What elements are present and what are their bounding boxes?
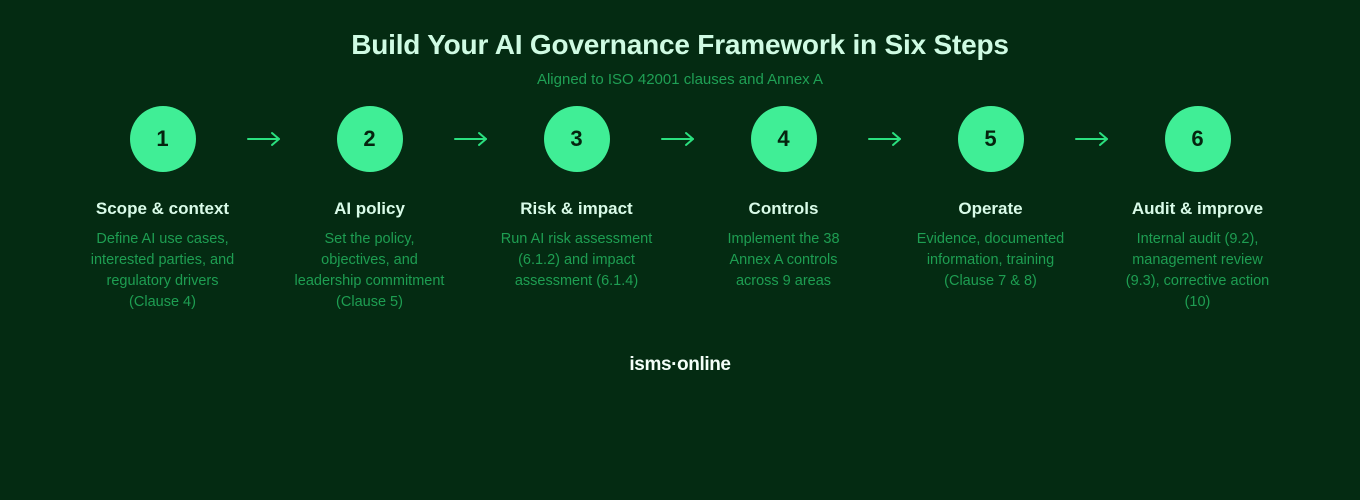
arrow-right-icon [868,106,901,172]
step-badge-3: 3 [543,106,610,172]
step-title-5: Operate [958,199,1023,218]
step-number-4: 4 [777,126,790,151]
arrow-right-icon [454,106,487,172]
step-description-2: Set the policy, objectives, and leadersh… [294,231,445,310]
step-item-5: 5 Operate Evidence, documented informati… [901,106,1081,292]
page-subtitle: Aligned to ISO 42001 clauses and Annex A [536,71,824,88]
arrow-right-icon [247,106,280,172]
step-number-3: 3 [570,126,583,151]
page-title: Build Your AI Governance Framework in Si… [351,29,1009,60]
footer: isms·online [0,352,1360,378]
step-badge-5: 5 [957,106,1024,172]
step-badge-1: 1 [129,106,196,172]
header: Build Your AI Governance Framework in Si… [0,0,1360,91]
step-item-1: 1 Scope & context Define AI use cases, i… [73,106,253,313]
step-title-3: Risk & impact [520,199,633,218]
step-description-6: Internal audit (9.2), management review … [1125,231,1270,310]
step-title-2: AI policy [334,199,405,218]
step-item-6: 6 Audit & improve Internal audit (9.2), … [1108,106,1288,313]
step-title-1: Scope & context [95,199,230,218]
brand-logo: isms·online [629,354,731,375]
arrow-right-icon [1075,106,1108,172]
arrow-right-icon [661,106,694,172]
step-description-5: Evidence, documented information, traini… [916,231,1065,289]
steps-row: 1 Scope & context Define AI use cases, i… [0,106,1360,313]
step-item-2: 2 AI policy Set the policy, objectives, … [280,106,460,313]
step-number-2: 2 [363,126,376,151]
step-number-6: 6 [1191,126,1204,151]
step-description-1: Define AI use cases, interested parties,… [90,231,235,310]
step-item-3: 3 Risk & impact Run AI risk assessment (… [487,106,667,292]
step-description-4: Implement the 38 Annex A controls across… [727,231,840,289]
step-number-5: 5 [984,126,997,151]
step-description-3: Run AI risk assessment (6.1.2) and impac… [500,231,653,289]
step-number-1: 1 [156,126,169,151]
step-badge-6: 6 [1164,106,1231,172]
step-badge-4: 4 [750,106,817,172]
step-title-6: Audit & improve [1131,199,1264,218]
step-item-4: 4 Controls Implement the 38 Annex A cont… [694,106,874,292]
step-title-4: Controls [748,199,819,218]
step-badge-2: 2 [336,106,403,172]
